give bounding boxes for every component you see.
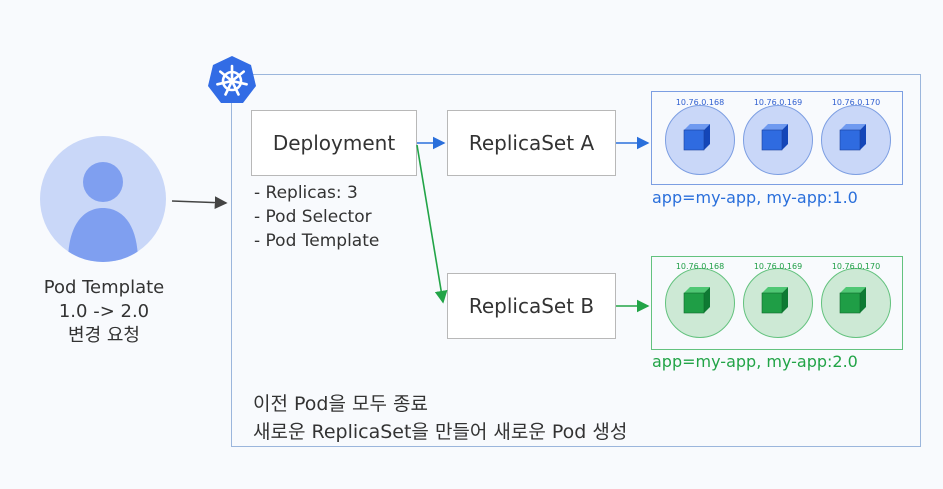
pod-b-3-ip: 10.76.0.170 xyxy=(831,262,881,271)
spec-item-replicas: - Replicas: 3 xyxy=(254,183,358,203)
user-icon xyxy=(68,162,138,262)
user-request-label: Pod Template 1.0 -> 2.0 변경 요청 xyxy=(20,276,188,348)
rollout-note: 이전 Pod을 모두 종료 새로운 ReplicaSet을 만들어 새로운 Po… xyxy=(253,390,627,446)
arrow-deployment-to-replicaset-b xyxy=(416,144,448,304)
user-avatar xyxy=(40,136,166,262)
replicaset-a-label: ReplicaSet A xyxy=(468,131,595,155)
pod-b-2-ip: 10.76.0.169 xyxy=(753,262,803,271)
container-icon-b-2 xyxy=(761,286,789,314)
container-icon-a-3 xyxy=(839,123,867,151)
container-icon-a-2 xyxy=(761,123,789,151)
pods-a-panel xyxy=(651,91,903,185)
container-icon-a-1 xyxy=(683,123,711,151)
pods-b-panel xyxy=(651,256,903,350)
user-label-line-1: Pod Template xyxy=(43,277,165,298)
spec-item-pod-selector: - Pod Selector xyxy=(254,207,372,227)
container-icon-b-1 xyxy=(683,286,711,314)
user-label-line-3: 변경 요청 xyxy=(68,325,140,346)
pods-a-selector: app=my-app, my-app:1.0 xyxy=(652,188,858,207)
arrow-user-to-deployment xyxy=(171,196,228,209)
deployment-label: Deployment xyxy=(272,131,396,155)
deployment-box: Deployment xyxy=(251,110,417,176)
pod-b-1-ip: 10.76.0.168 xyxy=(675,262,725,271)
pod-a-1-ip: 10.76.0.168 xyxy=(675,98,725,107)
replicaset-b-box: ReplicaSet B xyxy=(447,273,616,339)
user-label-line-2: 1.0 -> 2.0 xyxy=(58,301,150,322)
container-icon-b-3 xyxy=(839,286,867,314)
kubernetes-icon xyxy=(206,54,258,106)
replicaset-b-label: ReplicaSet B xyxy=(468,294,595,318)
deployment-spec-list: - Replicas: 3 - Pod Selector - Pod Templ… xyxy=(254,181,379,253)
pod-a-2-ip: 10.76.0.169 xyxy=(753,98,803,107)
pods-b-selector: app=my-app, my-app:2.0 xyxy=(652,352,858,371)
pod-a-3-ip: 10.76.0.170 xyxy=(831,98,881,107)
replicaset-a-box: ReplicaSet A xyxy=(447,110,616,176)
note-line-1: 이전 Pod을 모두 종료 xyxy=(253,393,428,415)
spec-item-pod-template: - Pod Template xyxy=(254,231,380,251)
note-line-2: 새로운 ReplicaSet을 만들어 새로운 Pod 생성 xyxy=(253,421,628,443)
